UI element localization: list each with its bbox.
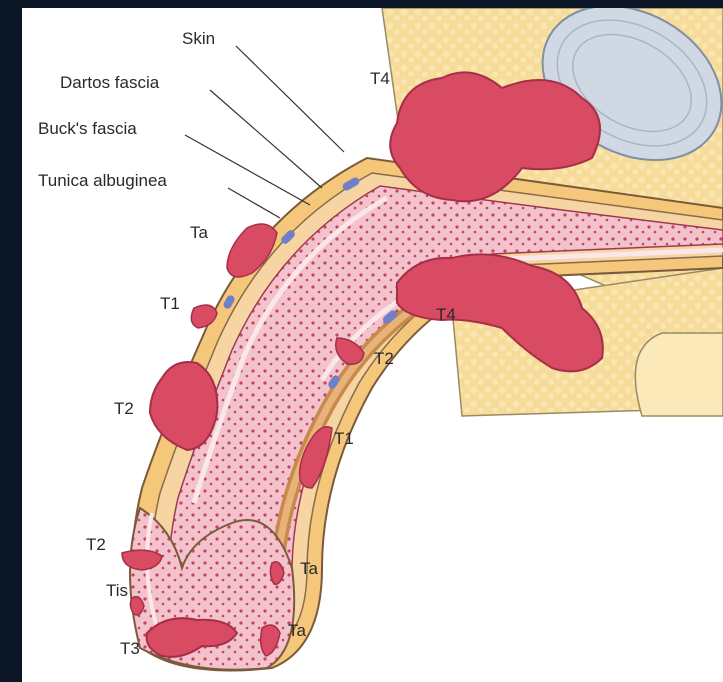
stage-label-t4-bottom: T4 bbox=[436, 306, 456, 323]
perineal-notch bbox=[635, 333, 723, 416]
stage-label-ta-meatus: Ta bbox=[288, 622, 306, 639]
stage-label-t4-top: T4 bbox=[370, 70, 390, 87]
stage-label-ta-glans: Ta bbox=[300, 560, 318, 577]
stage-label-t3: T3 bbox=[120, 640, 140, 657]
label-dartos-fascia: Dartos fascia bbox=[60, 74, 159, 91]
stage-label-t1-dorsal: T1 bbox=[160, 295, 180, 312]
label-skin: Skin bbox=[182, 30, 215, 47]
label-tunica-albuginea: Tunica albuginea bbox=[38, 172, 167, 189]
stage-label-ta-upper: Ta bbox=[190, 224, 208, 241]
stage-label-t2-glans: T2 bbox=[86, 536, 106, 553]
stage-label-t1-ventral: T1 bbox=[334, 430, 354, 447]
illustration-panel: Skin Dartos fascia Buck's fascia Tunica … bbox=[22, 8, 723, 682]
stage-label-t2-ventral: T2 bbox=[374, 350, 394, 367]
stage-label-tis: Tis bbox=[106, 582, 128, 599]
label-bucks-fascia: Buck's fascia bbox=[38, 120, 137, 137]
stage-label-t2-dorsal: T2 bbox=[114, 400, 134, 417]
